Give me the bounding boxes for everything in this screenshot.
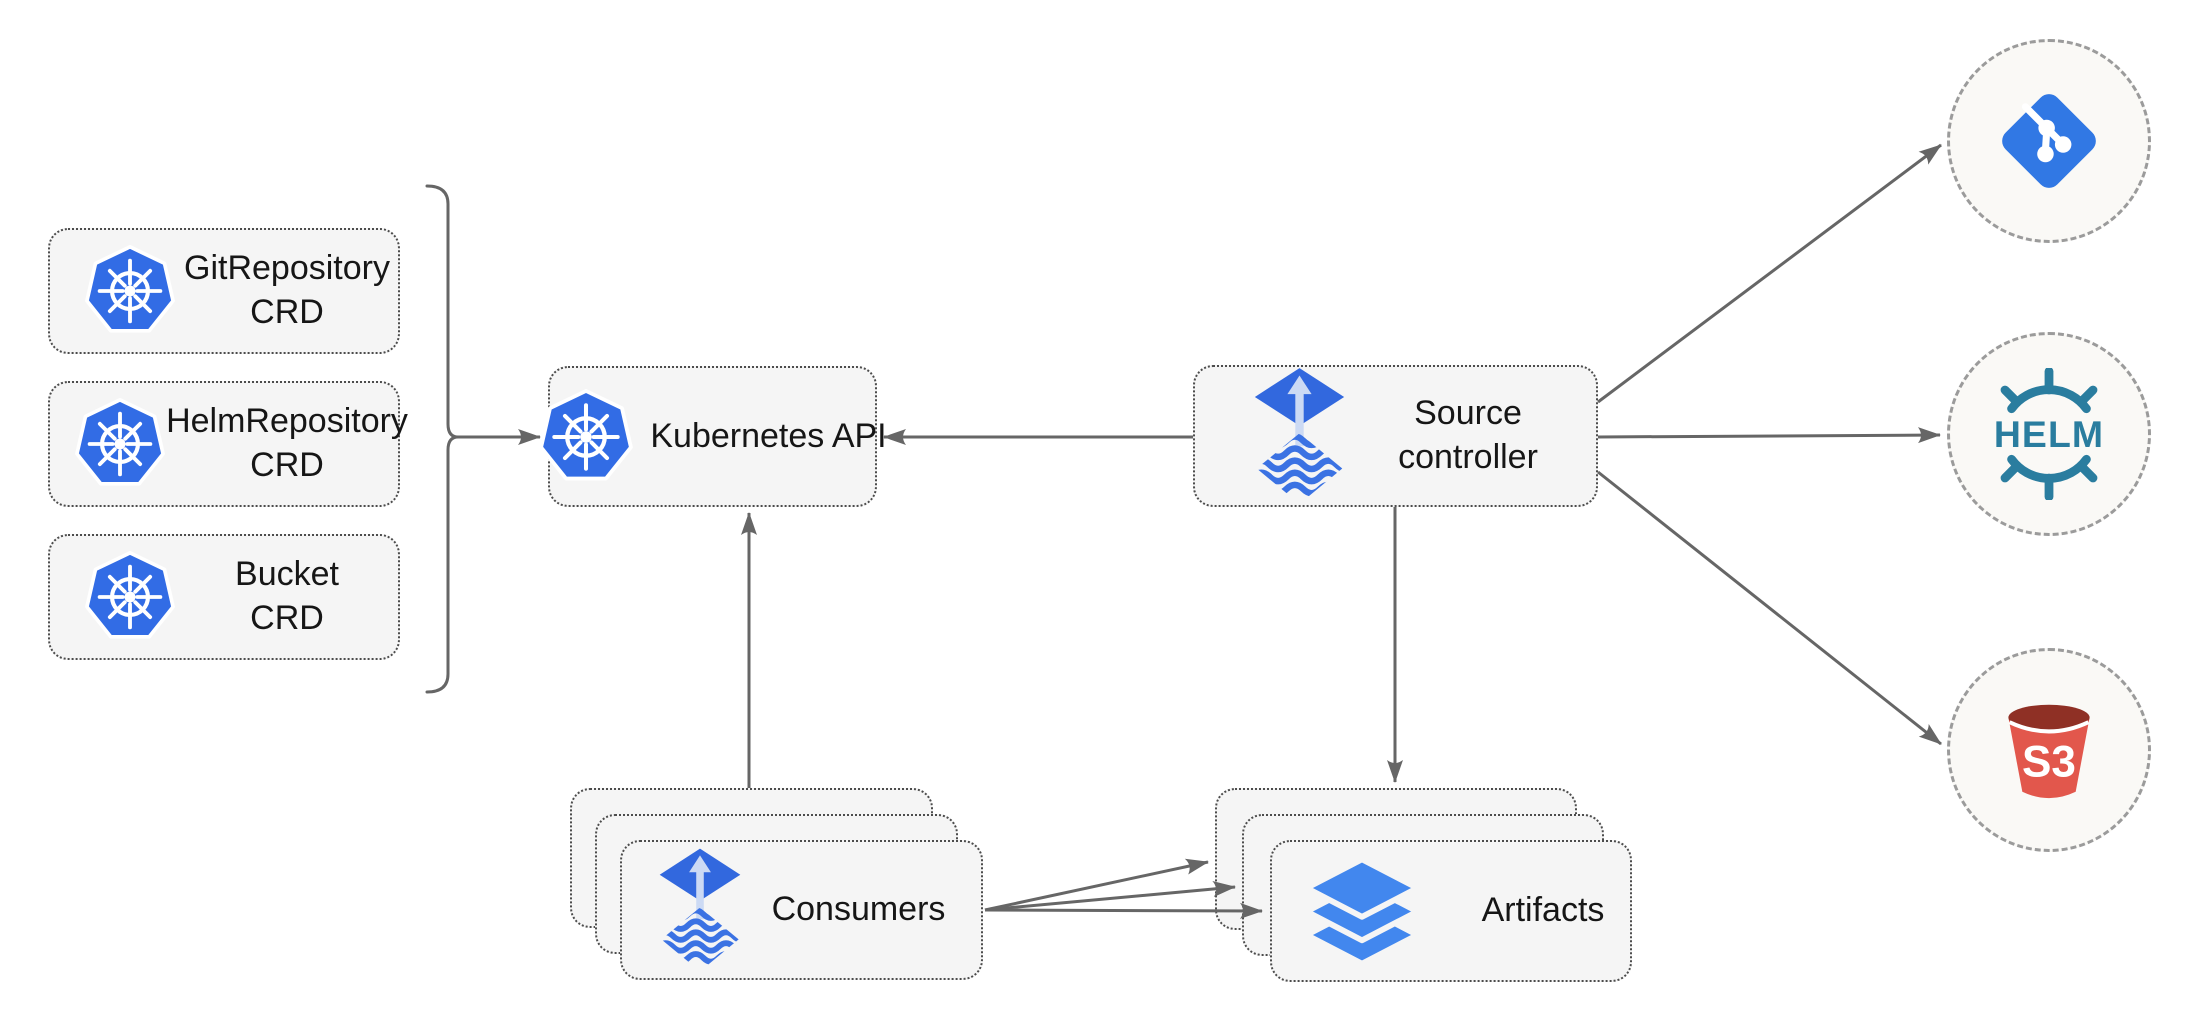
node-s3-bucket: S3 <box>1947 648 2151 852</box>
crd-group-bracket <box>425 184 459 694</box>
kubernetes-icon <box>75 398 165 486</box>
edge-consumers-to-artifacts-2 <box>984 881 1236 912</box>
node-consumers: Consumers <box>620 840 983 980</box>
flux-icon <box>659 848 740 965</box>
node-kubernetes-api: Kubernetes API <box>539 366 887 507</box>
git-icon <box>2002 94 2096 188</box>
layers-icon <box>1303 855 1420 967</box>
node-source-controller: Source controller <box>1193 365 1598 507</box>
node-label: Source controller <box>1398 394 1538 476</box>
edge-source-controller-to-helm <box>1597 427 1941 444</box>
s3-bucket-icon: S3 <box>2008 704 2090 799</box>
node-artifacts: Artifacts <box>1270 840 1632 982</box>
helm-icon: HELM <box>1994 368 2104 500</box>
node-helm-registry: HELM <box>1947 332 2151 536</box>
node-label: HelmRepository CRD <box>166 402 408 484</box>
node-label: GitRepository CRD <box>184 249 390 331</box>
node-bucket-crd: Bucket CRD <box>48 534 400 660</box>
edge-source-controller-to-s3 <box>1597 470 1942 746</box>
node-helmrepository-crd: HelmRepository CRD <box>48 381 408 507</box>
edge-source-controller-to-git <box>1597 143 1942 404</box>
kubernetes-icon <box>539 388 634 480</box>
helm-label: HELM <box>1994 413 2104 455</box>
node-label: Consumers <box>771 890 946 929</box>
edge-consumers-to-artifacts-1 <box>984 858 1209 912</box>
node-label: Artifacts <box>1481 891 1605 930</box>
node-label: Kubernetes API <box>650 416 887 455</box>
kubernetes-icon <box>85 551 175 639</box>
node-label: Bucket CRD <box>235 555 339 637</box>
flux-icon <box>1254 368 1345 497</box>
node-gitrepository-crd: GitRepository CRD <box>48 228 400 354</box>
kubernetes-icon <box>85 245 175 333</box>
node-git-remote <box>1947 39 2151 243</box>
s3-label: S3 <box>2022 738 2076 787</box>
